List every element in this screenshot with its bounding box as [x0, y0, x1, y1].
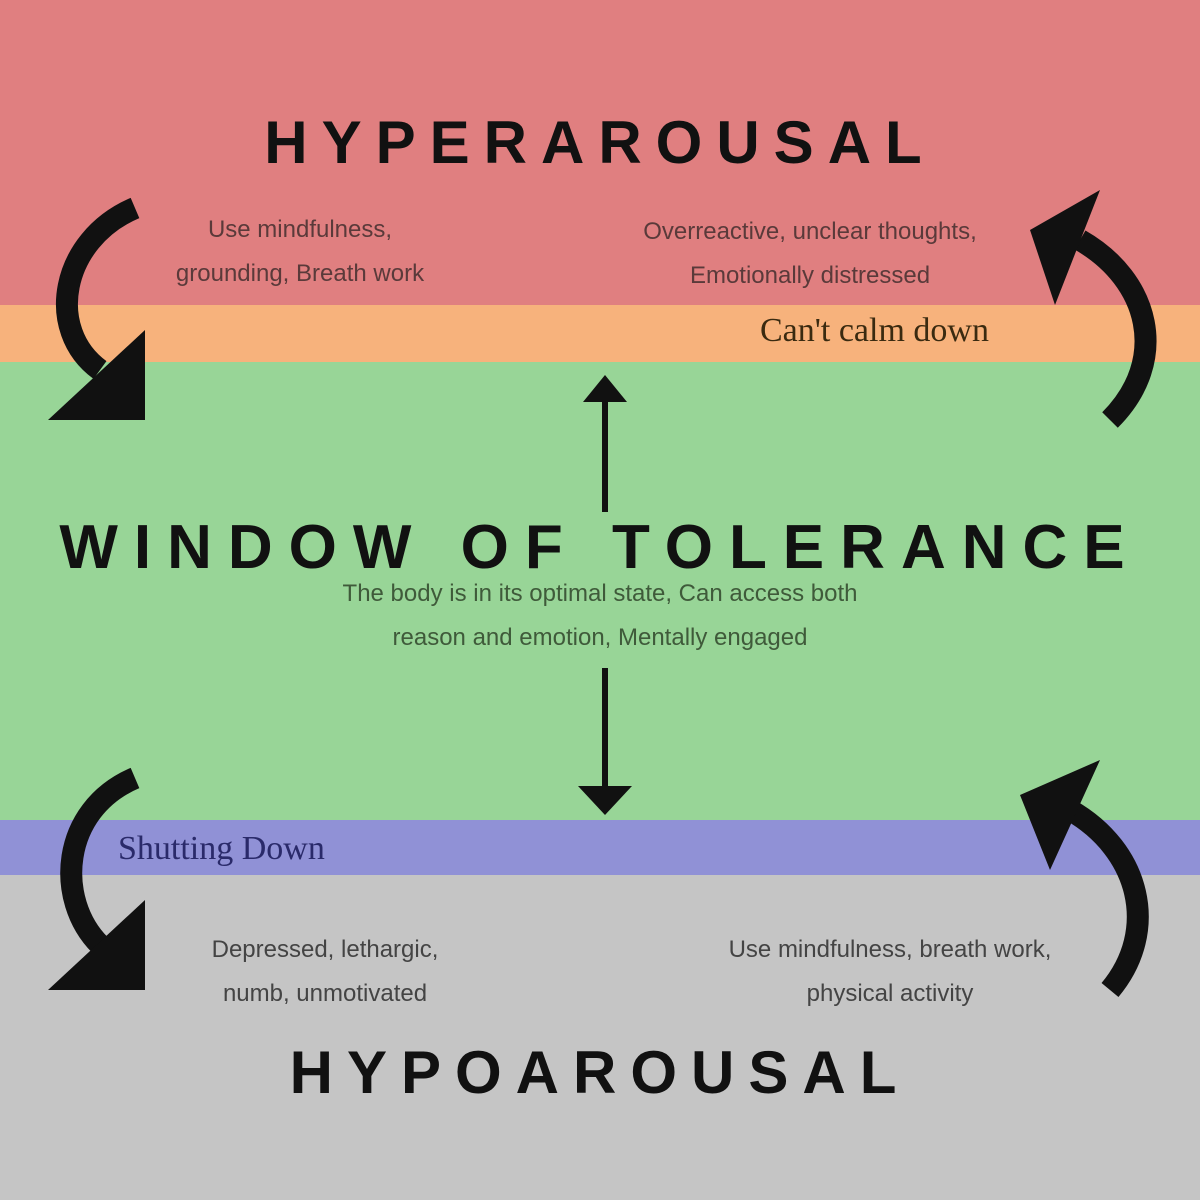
curved-arrow-top-right-icon: [1074, 230, 1157, 428]
hypo-right-line: Use mindfulness, breath work,: [728, 936, 1052, 963]
hyper-left-text: Use mindfulness, grounding, Breath work: [110, 208, 490, 296]
hyperarousal-zone: [0, 0, 1200, 305]
hypo-left-line: Depressed, lethargic,: [211, 936, 439, 963]
hypo-right-text: Use mindfulness, breath work, physical a…: [670, 928, 1110, 1016]
hyper-left-line: grounding, Breath work: [175, 260, 425, 287]
hyper-right-text: Overreactive, unclear thoughts, Emotiona…: [580, 210, 1040, 298]
hyper-right-line: Overreactive, unclear thoughts,: [643, 218, 977, 245]
hypo-right-line: physical activity: [806, 980, 974, 1007]
hyper-left-line: Use mindfulness,: [207, 216, 393, 243]
arrowhead-bottom-left-icon: [48, 900, 145, 990]
shutting-down-label: Shutting Down: [118, 830, 325, 867]
arrowhead-top-right-icon: [1030, 190, 1100, 305]
shutting-down-band: [0, 820, 1200, 875]
arrowhead-bottom-right-icon: [1020, 760, 1100, 870]
curved-arrow-bottom-left-icon: [60, 767, 140, 953]
cant-calm-down-band: [0, 305, 1200, 362]
curved-arrow-top-left-icon: [56, 197, 140, 379]
curved-arrow-bottom-right-icon: [1064, 800, 1149, 998]
window-description-line: The body is in its optimal state, Can ac…: [342, 580, 858, 607]
vertical-arrow-up-icon: [583, 375, 627, 512]
hypoarousal-zone: [0, 875, 1200, 1200]
vertical-arrow-down-icon: [578, 668, 632, 815]
window-description: The body is in its optimal state, Can ac…: [200, 572, 1000, 660]
window-of-tolerance-zone: [0, 362, 1200, 820]
window-of-tolerance-title: WINDOW OF TOLERANCE: [59, 513, 1141, 582]
hyper-right-line: Emotionally distressed: [689, 262, 931, 289]
cant-calm-down-label: Can't calm down: [760, 312, 989, 349]
hypo-left-line: numb, unmotivated: [222, 980, 428, 1007]
arrowhead-top-left-icon: [48, 330, 145, 420]
hypoarousal-title: HYPOAROUSAL: [289, 1039, 911, 1106]
hyperarousal-title: HYPERAROUSAL: [264, 109, 936, 176]
hypo-left-text: Depressed, lethargic, numb, unmotivated: [140, 928, 510, 1016]
window-description-line: reason and emotion, Mentally engaged: [392, 624, 808, 651]
